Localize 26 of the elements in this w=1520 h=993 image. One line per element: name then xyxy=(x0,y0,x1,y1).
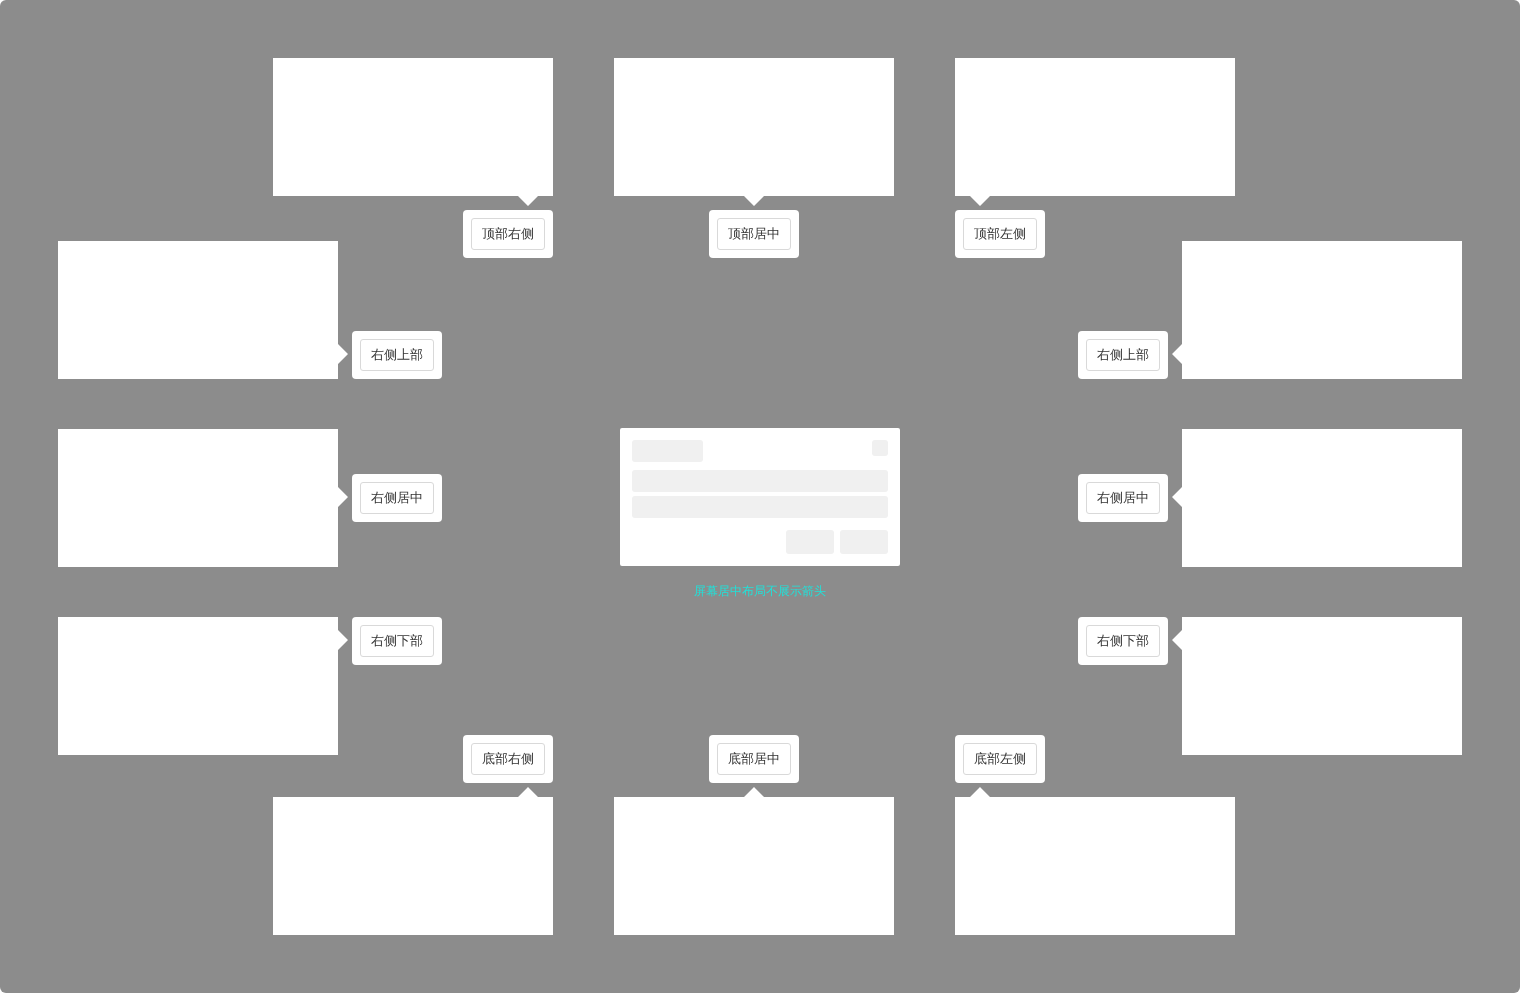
trigger-card xyxy=(709,735,799,783)
trigger-button: 顶部居中 xyxy=(717,218,791,250)
trigger-card xyxy=(1078,474,1168,522)
trigger-card xyxy=(1078,331,1168,379)
trigger-card xyxy=(955,735,1045,783)
trigger-button: 底部居中 xyxy=(717,743,791,775)
trigger-button: 右侧上部 xyxy=(360,339,434,371)
trigger-card xyxy=(352,474,442,522)
trigger-button: 右侧下部 xyxy=(360,625,434,657)
trigger-card xyxy=(352,617,442,665)
trigger-button: 顶部右侧 xyxy=(471,218,545,250)
trigger-button: 右侧居中 xyxy=(1086,482,1160,514)
trigger-card xyxy=(463,210,553,258)
trigger-button: 顶部左侧 xyxy=(963,218,1037,250)
trigger-button: 底部左侧 xyxy=(963,743,1037,775)
trigger-card xyxy=(955,210,1045,258)
trigger-button: 右侧下部 xyxy=(1086,625,1160,657)
trigger-card xyxy=(352,331,442,379)
trigger-card xyxy=(463,735,553,783)
trigger-button: 底部右侧 xyxy=(471,743,545,775)
modal-dialog xyxy=(620,428,900,566)
trigger-card xyxy=(1078,617,1168,665)
trigger-button: 右侧居中 xyxy=(360,482,434,514)
note-text: 屏幕居中布局不展示箭头 xyxy=(693,583,827,600)
trigger-card xyxy=(709,210,799,258)
trigger-button: 右侧上部 xyxy=(1086,339,1160,371)
